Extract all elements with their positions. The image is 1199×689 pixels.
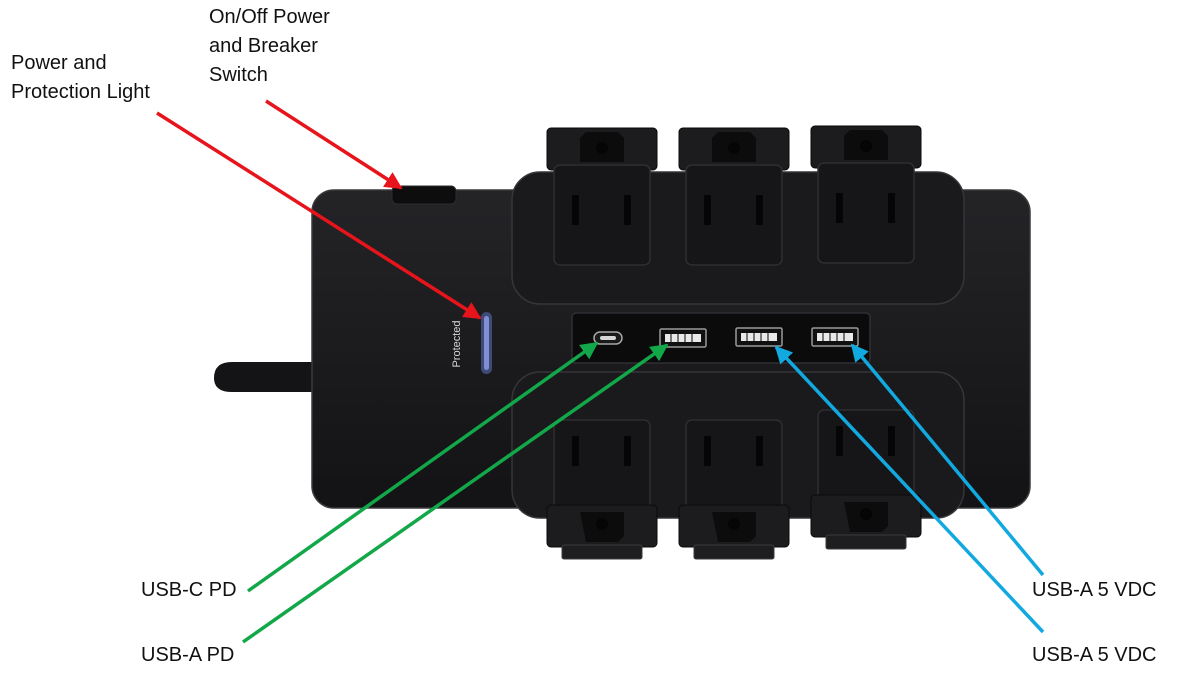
usb-c-pd-arrow bbox=[246, 341, 599, 593]
light-callout-label: Power and Protection Light bbox=[11, 49, 150, 107]
bottom-outlet-3 bbox=[810, 409, 922, 550]
usb-a-5vdc-label-2: USB-A 5 VDC bbox=[1032, 644, 1157, 666]
switch-label-line-3: Switch bbox=[209, 64, 268, 86]
switch-callout-label: On/Off Power and Breaker Switch bbox=[209, 3, 330, 90]
protected-text: Protected bbox=[451, 320, 463, 367]
usb-a-5vdc-arrow-2 bbox=[774, 345, 1045, 634]
switch-arrow bbox=[265, 99, 403, 190]
usb-c-pd-label: USB-C PD bbox=[141, 579, 237, 601]
usb-a-pd-port bbox=[659, 328, 707, 348]
top-outlet-3 bbox=[810, 125, 922, 264]
usb-a-5vdc-label-1: USB-A 5 VDC bbox=[1032, 579, 1157, 601]
usb-a-pd-arrow bbox=[241, 343, 669, 644]
usb-a-5vdc-port-1 bbox=[735, 327, 783, 347]
light-arrow bbox=[156, 111, 482, 320]
usb-a-5vdc-arrow-1 bbox=[850, 343, 1045, 577]
usb-a-5vdc-port-2 bbox=[811, 327, 859, 347]
top-outlet-1 bbox=[546, 127, 658, 266]
switch-label-line-1: On/Off Power bbox=[209, 6, 330, 28]
usb-a-pd-label: USB-A PD bbox=[141, 644, 235, 666]
top-outlet-2 bbox=[678, 127, 790, 266]
bottom-outlet-2 bbox=[678, 419, 790, 560]
usb-port-panel bbox=[571, 312, 871, 364]
light-label-line-2: Protection Light bbox=[11, 81, 150, 103]
rocker-switch bbox=[391, 185, 457, 205]
bottom-outlet-1 bbox=[546, 419, 658, 560]
power-cord bbox=[214, 362, 316, 392]
switch-label-line-2: and Breaker bbox=[209, 35, 318, 57]
light-label-line-1: Power and bbox=[11, 52, 107, 74]
